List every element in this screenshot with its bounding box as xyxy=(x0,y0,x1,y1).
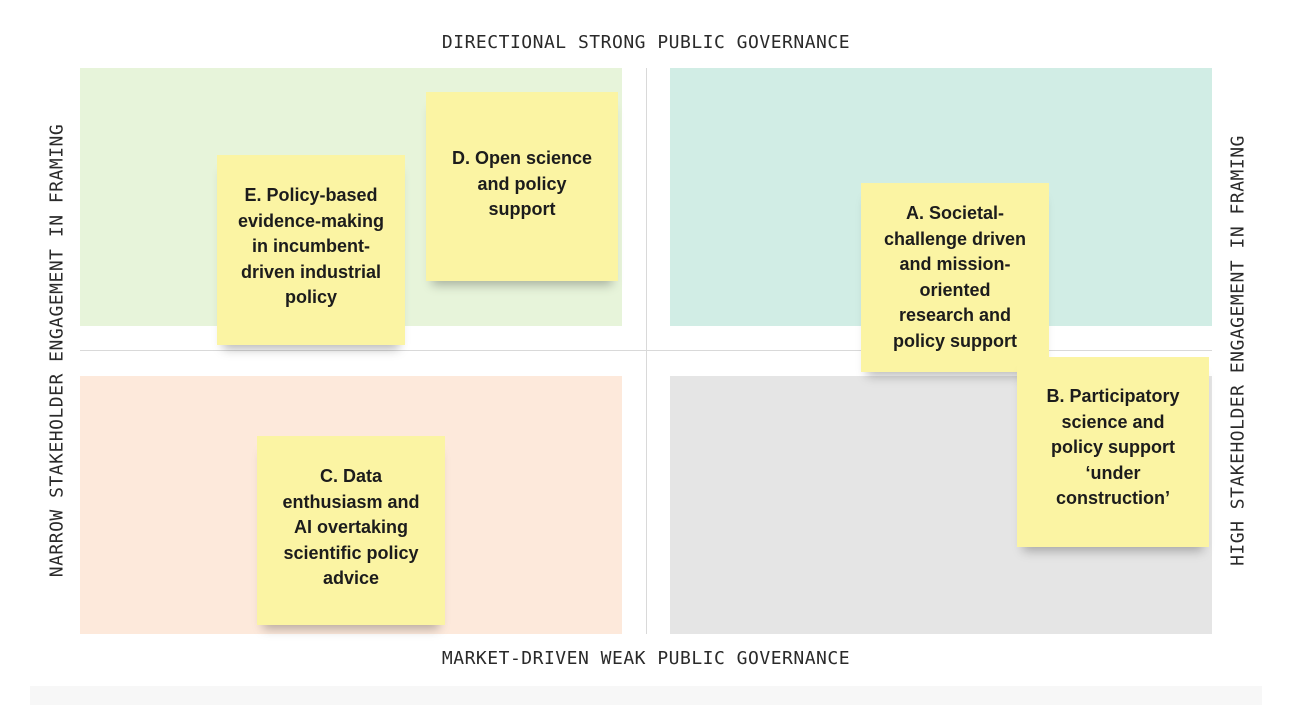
sticky-note-a-text: A. Societal- challenge driven and missio… xyxy=(883,203,1027,351)
axis-label-top: DIRECTIONAL STRONG PUBLIC GOVERNANCE xyxy=(441,32,851,53)
sticky-note-e-text: E. Policy-based evidence-making in incum… xyxy=(237,185,385,307)
footer-strip xyxy=(30,686,1262,705)
sticky-note-b[interactable]: B. Participatory science and policy supp… xyxy=(1017,357,1209,547)
sticky-note-d[interactable]: D. Open science and policy support xyxy=(426,92,618,281)
sticky-note-c[interactable]: C. Data enthusiasm and AI overtaking sci… xyxy=(257,436,445,625)
sticky-note-c-text: C. Data enthusiasm and AI overtaking sci… xyxy=(282,466,420,588)
sticky-note-e[interactable]: E. Policy-based evidence-making in incum… xyxy=(217,155,405,345)
axis-label-right: HIGH STAKEHOLDER ENGAGEMENT IN FRAMING xyxy=(1227,135,1249,566)
sticky-note-b-text: B. Participatory science and policy supp… xyxy=(1046,386,1180,508)
vertical-divider xyxy=(646,68,647,634)
axis-label-left: NARROW STAKEHOLDER ENGAGEMENT IN FRAMING xyxy=(46,123,68,578)
sticky-note-a[interactable]: A. Societal- challenge driven and missio… xyxy=(861,183,1049,372)
axis-label-bottom: MARKET-DRIVEN WEAK PUBLIC GOVERNANCE xyxy=(441,648,851,669)
sticky-note-d-text: D. Open science and policy support xyxy=(451,148,593,219)
